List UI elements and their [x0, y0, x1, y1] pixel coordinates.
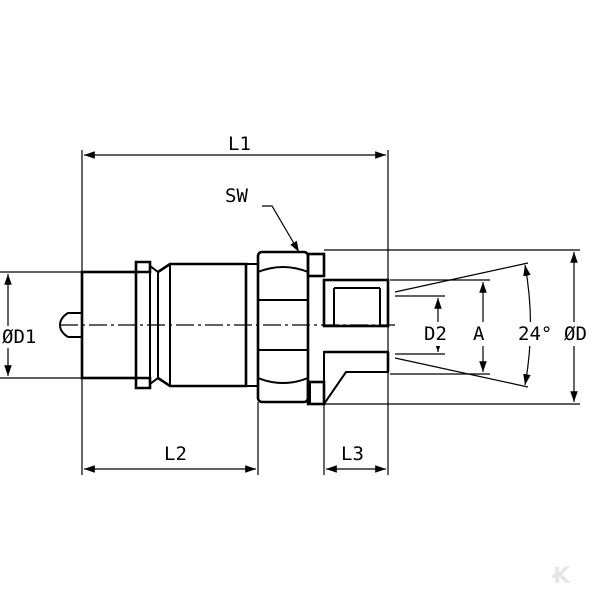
dimension-l1: L1	[84, 133, 386, 159]
label-l2: L2	[164, 443, 187, 465]
dimension-d: ØD	[562, 252, 600, 402]
dimension-sw: SW	[225, 185, 300, 253]
dimension-l2: L2	[84, 443, 256, 473]
dimension-l3: L3	[326, 443, 386, 473]
label-angle: 24°	[518, 323, 552, 345]
label-d1: ØD1	[2, 326, 36, 348]
watermark-logo: K	[552, 564, 571, 589]
label-a: A	[473, 323, 485, 345]
label-l3: L3	[341, 443, 364, 465]
coupling-body	[58, 250, 390, 406]
dimension-a: A	[470, 282, 494, 372]
extension-lines	[0, 150, 580, 475]
label-l1: L1	[228, 133, 251, 155]
label-d: ØD	[564, 323, 587, 345]
dimension-angle: 24°	[516, 264, 562, 386]
label-d2: D2	[424, 323, 447, 345]
dimension-d1: ØD1	[2, 274, 46, 376]
label-sw: SW	[225, 185, 248, 207]
svg-text:K: K	[553, 564, 571, 589]
dimension-d2: D2	[422, 298, 456, 352]
